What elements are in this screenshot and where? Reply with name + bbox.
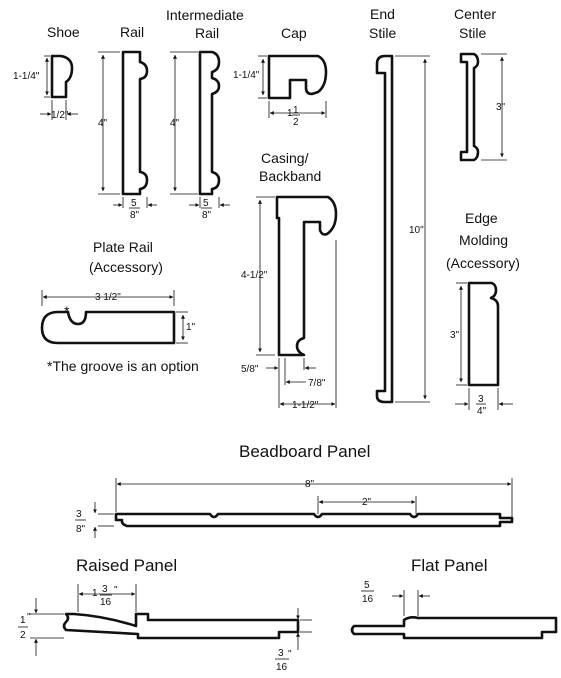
- plate-rail-title-1: Plate Rail: [93, 239, 153, 255]
- edge-width-num: 3: [478, 394, 484, 405]
- plate-rail-profile: [40, 310, 176, 345]
- intermediate-width-num: 5: [203, 198, 209, 209]
- casing-58-dim: 5/8": [241, 364, 259, 375]
- cap-width-den: 2: [293, 117, 299, 128]
- end-stile-title-1: End: [370, 6, 395, 22]
- end-stile-height-dim: 10": [409, 225, 424, 236]
- shoe-width-dim: 1/2": [51, 110, 69, 121]
- edge-title-2: Molding: [459, 232, 508, 248]
- edge-height-dim: 3": [450, 330, 460, 341]
- shoe-profile: [50, 54, 74, 99]
- edge-molding-group: Edge Molding (Accessory) 3" 3 4": [446, 210, 520, 417]
- rail-profile: [121, 50, 149, 196]
- intermediate-height-dim: 4": [170, 118, 180, 129]
- cap-height-dim: 1-1/4": [233, 70, 260, 81]
- flat-width-den: 16: [362, 594, 374, 605]
- casing-width-dim: 1-1/2": [292, 400, 319, 411]
- casing-group: Casing/ Backband 4-1/2" 5/8" 7/8" 1-1/2": [241, 150, 338, 411]
- intermediate-width-den: 8": [202, 210, 212, 221]
- beadboard-thick-den: 8": [76, 524, 86, 535]
- raised-height-quote: ": [27, 612, 31, 623]
- intermediate-rail-group: Intermediate Rail 4" 5 8": [166, 7, 244, 221]
- raised-bottom-quote: ": [288, 649, 292, 660]
- raised-panel-group: Raised Panel 1 3 16 " 1 " 2 3 " 16: [18, 556, 312, 673]
- shoe-title: Shoe: [47, 24, 80, 40]
- cap-width-num: 1: [293, 105, 299, 116]
- groove-note: *The groove is an option: [47, 358, 199, 374]
- casing-78-dim: 7/8": [308, 378, 326, 389]
- cap-width-whole: 1: [287, 108, 293, 119]
- plate-rail-group: Plate Rail (Accessory) 3 1/2" * 1" *The …: [40, 239, 199, 374]
- raised-panel-profile: [62, 612, 300, 640]
- beadboard-spacing-dim: 2": [362, 497, 372, 508]
- raised-width-den: 16: [100, 597, 112, 608]
- plate-rail-width-dim: 3 1/2": [95, 292, 121, 303]
- raised-width-whole: 1: [92, 588, 98, 599]
- raised-bottom-den: 16: [276, 662, 288, 673]
- cap-group: Cap 1-1/4" 1 1 2: [233, 25, 328, 128]
- center-stile-group: Center Stile 3": [454, 6, 507, 162]
- center-stile-title-1: Center: [454, 6, 496, 22]
- raised-title: Raised Panel: [76, 556, 177, 575]
- casing-title-1: Casing/: [261, 150, 309, 166]
- flat-panel-group: Flat Panel 5 16: [350, 556, 558, 640]
- rail-width-num: 5: [131, 198, 137, 209]
- end-stile-profile: [375, 54, 394, 404]
- beadboard-group: Beadboard Panel 8" 2" 3 8": [75, 442, 514, 538]
- center-stile-height-dim: 3": [496, 102, 506, 113]
- intermediate-title-2: Rail: [195, 25, 219, 41]
- beadboard-title: Beadboard Panel: [239, 442, 370, 461]
- shoe-height-dim: 1-1/4": [13, 71, 40, 82]
- rail-height-dim: 4": [98, 118, 108, 129]
- cap-profile: [267, 54, 328, 100]
- center-stile-title-2: Stile: [459, 25, 486, 41]
- center-stile-profile: [459, 52, 480, 162]
- beadboard-width-dim: 8": [305, 479, 315, 490]
- beadboard-profile: [114, 512, 514, 528]
- edge-width-den: 4": [477, 406, 487, 417]
- plate-rail-title-2: (Accessory): [89, 259, 163, 275]
- flat-title: Flat Panel: [411, 556, 488, 575]
- raised-height-num: 1: [20, 615, 26, 626]
- edge-molding-profile: [467, 281, 500, 387]
- casing-profile: [275, 195, 338, 357]
- rail-title: Rail: [120, 24, 144, 40]
- edge-title-3: (Accessory): [446, 255, 520, 271]
- casing-title-2: Backband: [259, 168, 321, 184]
- rail-group: Rail 4" 5 8": [98, 24, 157, 221]
- shoe-group: Shoe 1-1/4" 1/2": [13, 24, 80, 121]
- beadboard-thick-num: 3: [76, 509, 82, 520]
- end-stile-group: End Stile 10": [369, 6, 430, 404]
- plate-rail-height-dim: 1": [186, 322, 196, 333]
- raised-width-num: 3: [102, 584, 108, 595]
- rail-width-den: 8": [130, 210, 140, 221]
- cap-title: Cap: [281, 25, 307, 41]
- intermediate-title-1: Intermediate: [166, 7, 244, 23]
- edge-title-1: Edge: [465, 210, 498, 226]
- intermediate-rail-profile: [198, 50, 221, 196]
- raised-bottom-num: 3: [278, 648, 284, 659]
- raised-width-quote: ": [114, 585, 118, 596]
- end-stile-title-2: Stile: [369, 25, 396, 41]
- flat-panel-profile: [350, 616, 558, 640]
- raised-height-den: 2: [20, 630, 26, 641]
- casing-height-dim: 4-1/2": [241, 270, 268, 281]
- flat-width-num: 5: [364, 580, 370, 591]
